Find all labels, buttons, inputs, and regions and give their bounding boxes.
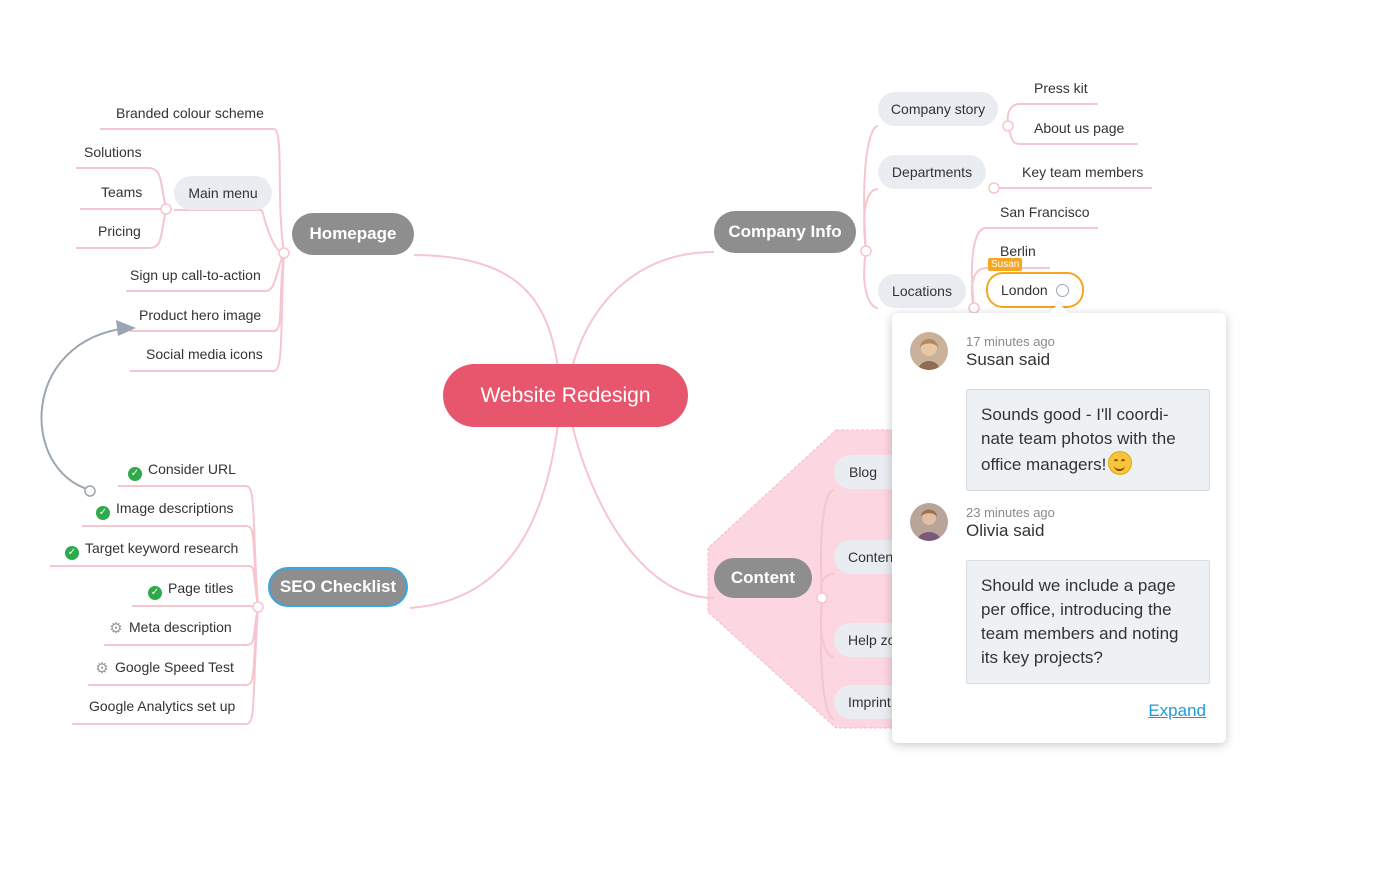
london-label: London xyxy=(1001,282,1048,298)
locations-connector[interactable] xyxy=(968,302,980,314)
location-item-london[interactable]: London xyxy=(986,272,1084,308)
check-icon[interactable]: ✓ xyxy=(65,546,79,560)
seo-node[interactable]: SEO Checklist xyxy=(268,567,408,607)
content-item-content[interactable]: Conten xyxy=(834,540,892,574)
expand-link[interactable]: Expand xyxy=(1148,701,1206,720)
main-menu-node[interactable]: Main menu xyxy=(174,176,272,210)
departments-node[interactable]: Departments xyxy=(878,155,986,189)
branch-company xyxy=(571,251,715,369)
relation-arrow-head xyxy=(116,320,136,336)
company-info-node[interactable]: Company Info xyxy=(714,211,856,253)
location-item-sf[interactable]: San Francisco xyxy=(1000,204,1090,220)
content-item-help[interactable]: Help zo xyxy=(834,623,892,657)
locations-node[interactable]: Locations xyxy=(878,274,966,308)
relation-arrow-start[interactable] xyxy=(84,485,96,497)
branch-seo-items xyxy=(50,485,259,725)
seo-item-keyword[interactable]: ✓Target keyword research xyxy=(65,539,238,560)
comment-1-text: Sounds good - I'll coordi- nate team pho… xyxy=(981,405,1176,474)
branch-seo xyxy=(409,423,559,609)
branch-company-items xyxy=(863,125,879,309)
gear-icon[interactable]: ⚙ xyxy=(109,620,123,637)
content-connector[interactable] xyxy=(816,592,828,604)
branch-homepage-items xyxy=(100,128,285,372)
branch-content xyxy=(571,423,715,599)
homepage-item-hero[interactable]: Product hero image xyxy=(139,307,262,323)
center-node[interactable]: Website Redesign xyxy=(443,364,688,427)
relation-arrow[interactable] xyxy=(40,327,129,491)
avatar-olivia xyxy=(910,503,948,541)
departments-item-key-team[interactable]: Key team members xyxy=(1022,164,1144,180)
comment-1-author: Susan said xyxy=(966,350,1051,369)
check-icon[interactable]: ✓ xyxy=(148,586,162,600)
main-menu-connector[interactable] xyxy=(160,203,172,215)
content-node[interactable]: Content xyxy=(714,558,812,598)
story-connector[interactable] xyxy=(1002,120,1014,132)
company-connector[interactable] xyxy=(860,245,872,257)
comment-2-time: 23 minutes ago xyxy=(966,505,1055,520)
company-story-node[interactable]: Company story xyxy=(878,92,998,126)
seo-item-speed[interactable]: ⚙Google Speed Test xyxy=(95,659,234,677)
homepage-item-social[interactable]: Social media icons xyxy=(146,346,263,362)
content-item-blog[interactable]: Blog xyxy=(834,455,892,489)
seo-item-meta[interactable]: ⚙Meta description xyxy=(109,619,232,637)
branch-story-items xyxy=(1006,103,1138,145)
comment-2-bubble: Should we include a page per office, int… xyxy=(966,560,1210,684)
seo-item-page-titles[interactable]: ✓Page titles xyxy=(148,579,233,600)
story-item-about[interactable]: About us page xyxy=(1034,120,1125,136)
branch-main-menu-items xyxy=(76,167,167,249)
comments-panel: 17 minutes ago Susan said Sounds good - … xyxy=(892,303,1226,743)
seo-item-analytics[interactable]: Google Analytics set up xyxy=(89,698,236,714)
comment-1-time: 17 minutes ago xyxy=(966,334,1055,349)
avatar-susan xyxy=(910,332,948,370)
comment-1-bubble: Sounds good - I'll coordi- nate team pho… xyxy=(966,389,1210,491)
branch-homepage xyxy=(413,254,559,369)
branch-content-items xyxy=(819,489,835,720)
content-item-imprint[interactable]: Imprint xyxy=(834,685,892,719)
check-icon[interactable]: ✓ xyxy=(96,506,110,520)
story-item-press[interactable]: Press kit xyxy=(1034,80,1088,96)
homepage-item-signup[interactable]: Sign up call-to-action xyxy=(130,267,261,283)
comment-2-text: Should we include a page per office, int… xyxy=(981,576,1179,667)
gear-icon[interactable]: ⚙ xyxy=(95,660,109,677)
homepage-node[interactable]: Homepage xyxy=(292,213,414,255)
seo-item-url[interactable]: ✓Consider URL xyxy=(128,460,236,481)
seo-connector[interactable] xyxy=(252,601,264,613)
comment-2-author: Olivia said xyxy=(966,521,1045,540)
homepage-item-branded[interactable]: Branded colour scheme xyxy=(116,105,264,121)
check-icon[interactable]: ✓ xyxy=(128,467,142,481)
editor-tag: Susan xyxy=(988,258,1023,271)
homepage-connector[interactable] xyxy=(278,247,290,259)
main-menu-item-pricing[interactable]: Pricing xyxy=(98,223,141,239)
comment-icon[interactable] xyxy=(1055,283,1069,297)
main-menu-item-solutions[interactable]: Solutions xyxy=(84,144,142,160)
main-menu-item-teams[interactable]: Teams xyxy=(101,184,143,200)
branch-locations-items xyxy=(970,227,1098,309)
smile-emoji-icon xyxy=(1108,451,1133,475)
seo-item-image-desc[interactable]: ✓Image descriptions xyxy=(96,499,234,520)
departments-connector[interactable] xyxy=(988,182,1000,194)
location-item-berlin[interactable]: Berlin xyxy=(1000,243,1036,259)
